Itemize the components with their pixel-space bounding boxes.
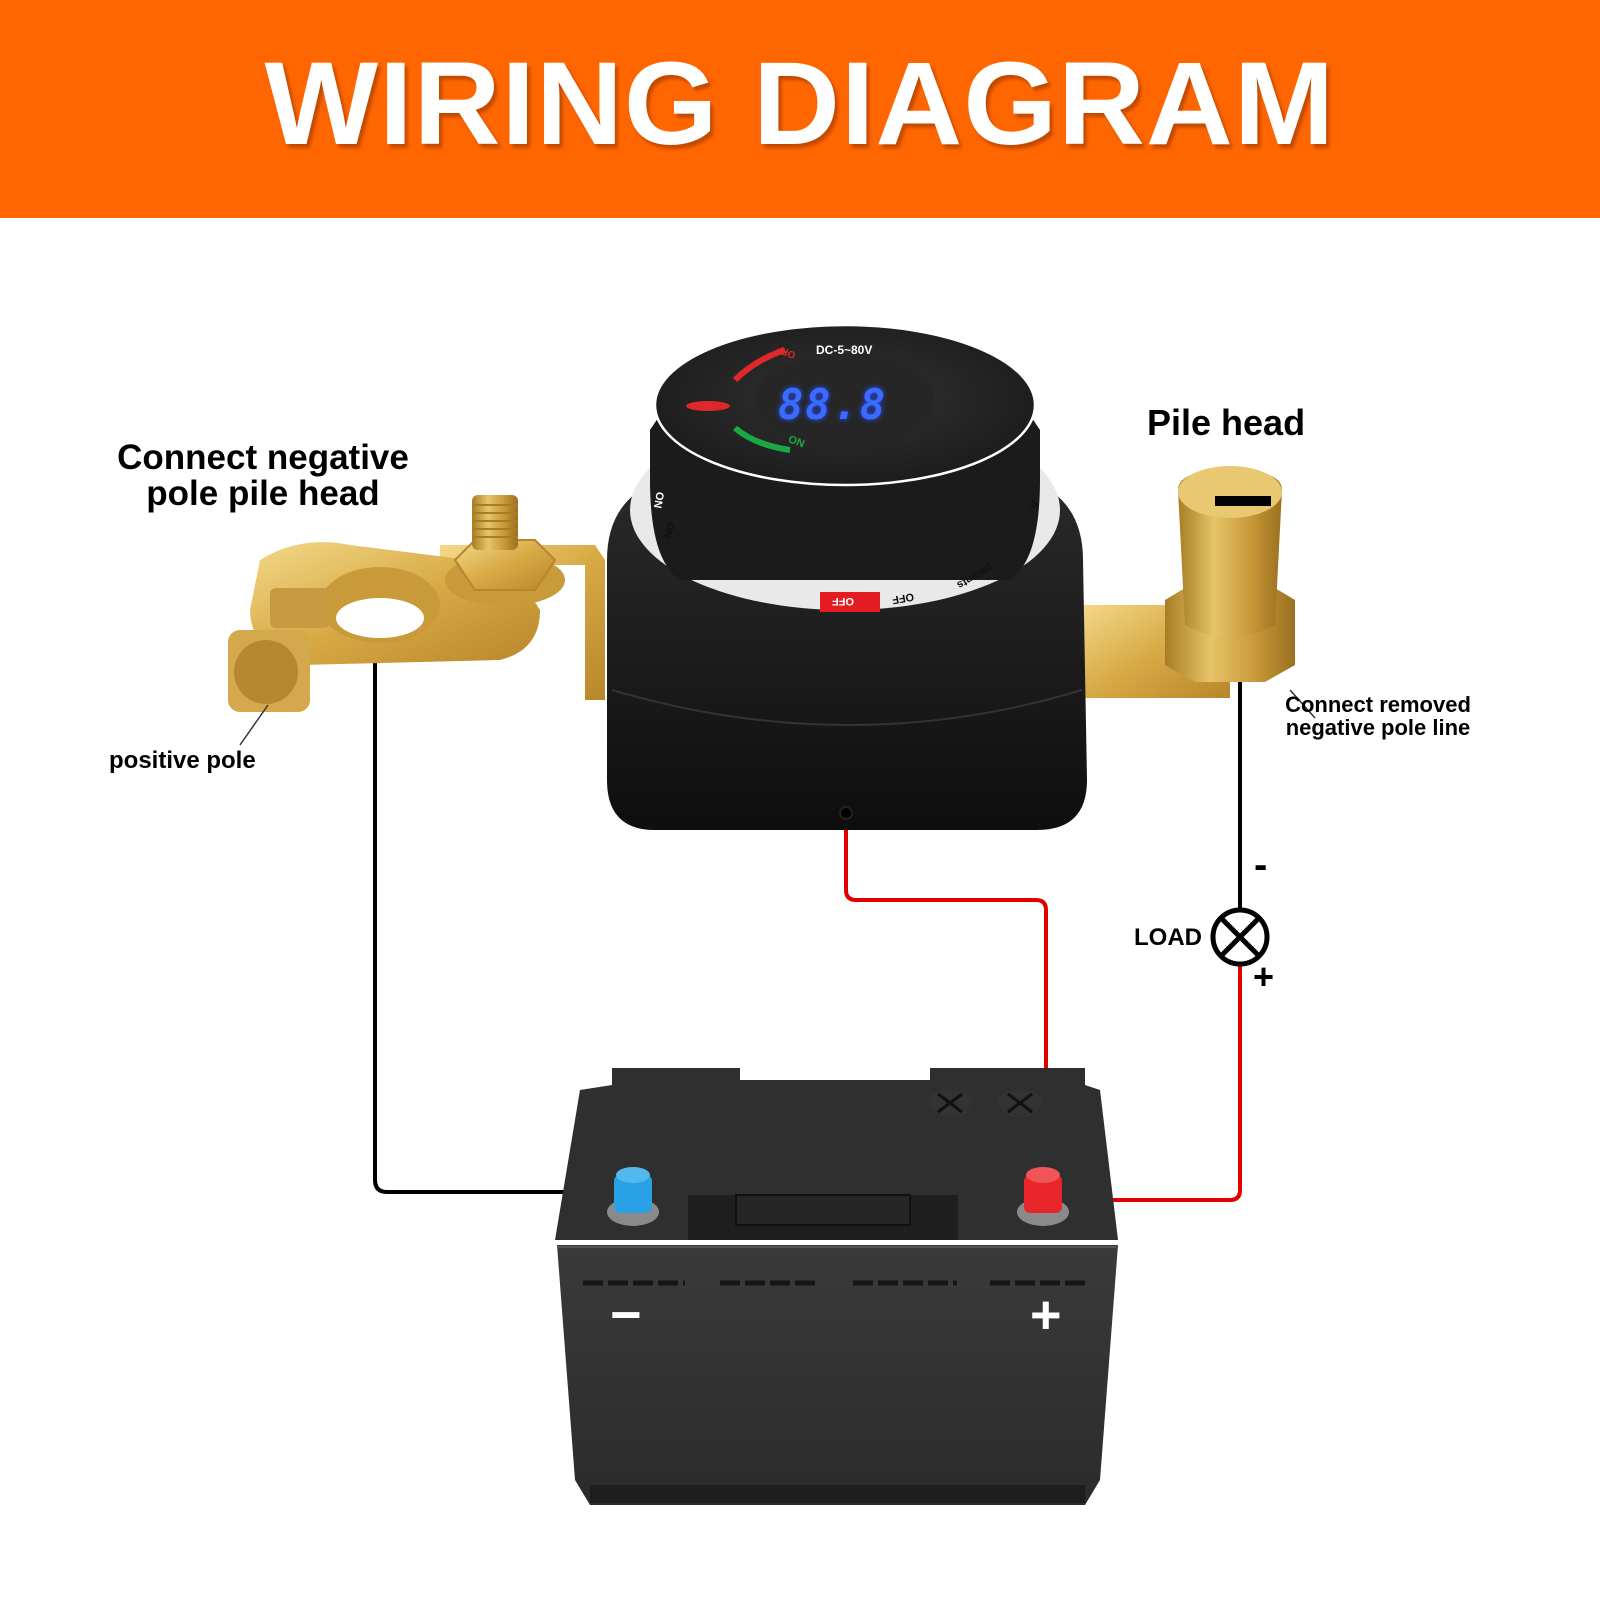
voltmeter-display: 88.8 (778, 380, 888, 429)
battery-disconnect-switch (607, 323, 1087, 830)
wire-load-to-positive (1050, 965, 1242, 1202)
battery-clamp-terminal (228, 495, 605, 712)
positive-pole-leader-line (239, 704, 269, 746)
vent-cap-icon (928, 1089, 1042, 1117)
car-battery (555, 1068, 1118, 1505)
positive-pole-label: positive pole (109, 747, 256, 774)
wire-port-icon (839, 806, 853, 820)
wire-negative-to-battery (373, 660, 632, 1194)
load-lamp-icon (1210, 907, 1270, 967)
page-title: WIRING DIAGRAM (264, 38, 1336, 170)
voltage-rating: DC-5~80V (816, 343, 873, 357)
load-plus-sign: + (1253, 956, 1275, 997)
ring-off-red-label: OFF (832, 595, 854, 607)
minus-symbol-icon (1215, 496, 1271, 506)
negative-terminal (607, 1167, 659, 1226)
load-label: LOAD (1134, 924, 1202, 951)
negative-pole-pile-head-label: Connect negative pole pile head (117, 438, 409, 513)
pile-head-label: Pile head (1147, 402, 1306, 443)
pile-head-terminal (1080, 466, 1295, 698)
header-banner: WIRING DIAGRAM (0, 0, 1600, 218)
positive-terminal (1017, 1167, 1069, 1226)
removed-negative-line-label: Connect removed negative pole line (1285, 692, 1471, 740)
load-minus-sign: - (1254, 843, 1268, 887)
wire-switch-to-positive (844, 815, 1048, 1190)
battery-positive-symbol: + (1030, 1285, 1062, 1345)
removed-negative-leader-line (1289, 689, 1316, 719)
battery-negative-symbol: − (610, 1285, 642, 1345)
